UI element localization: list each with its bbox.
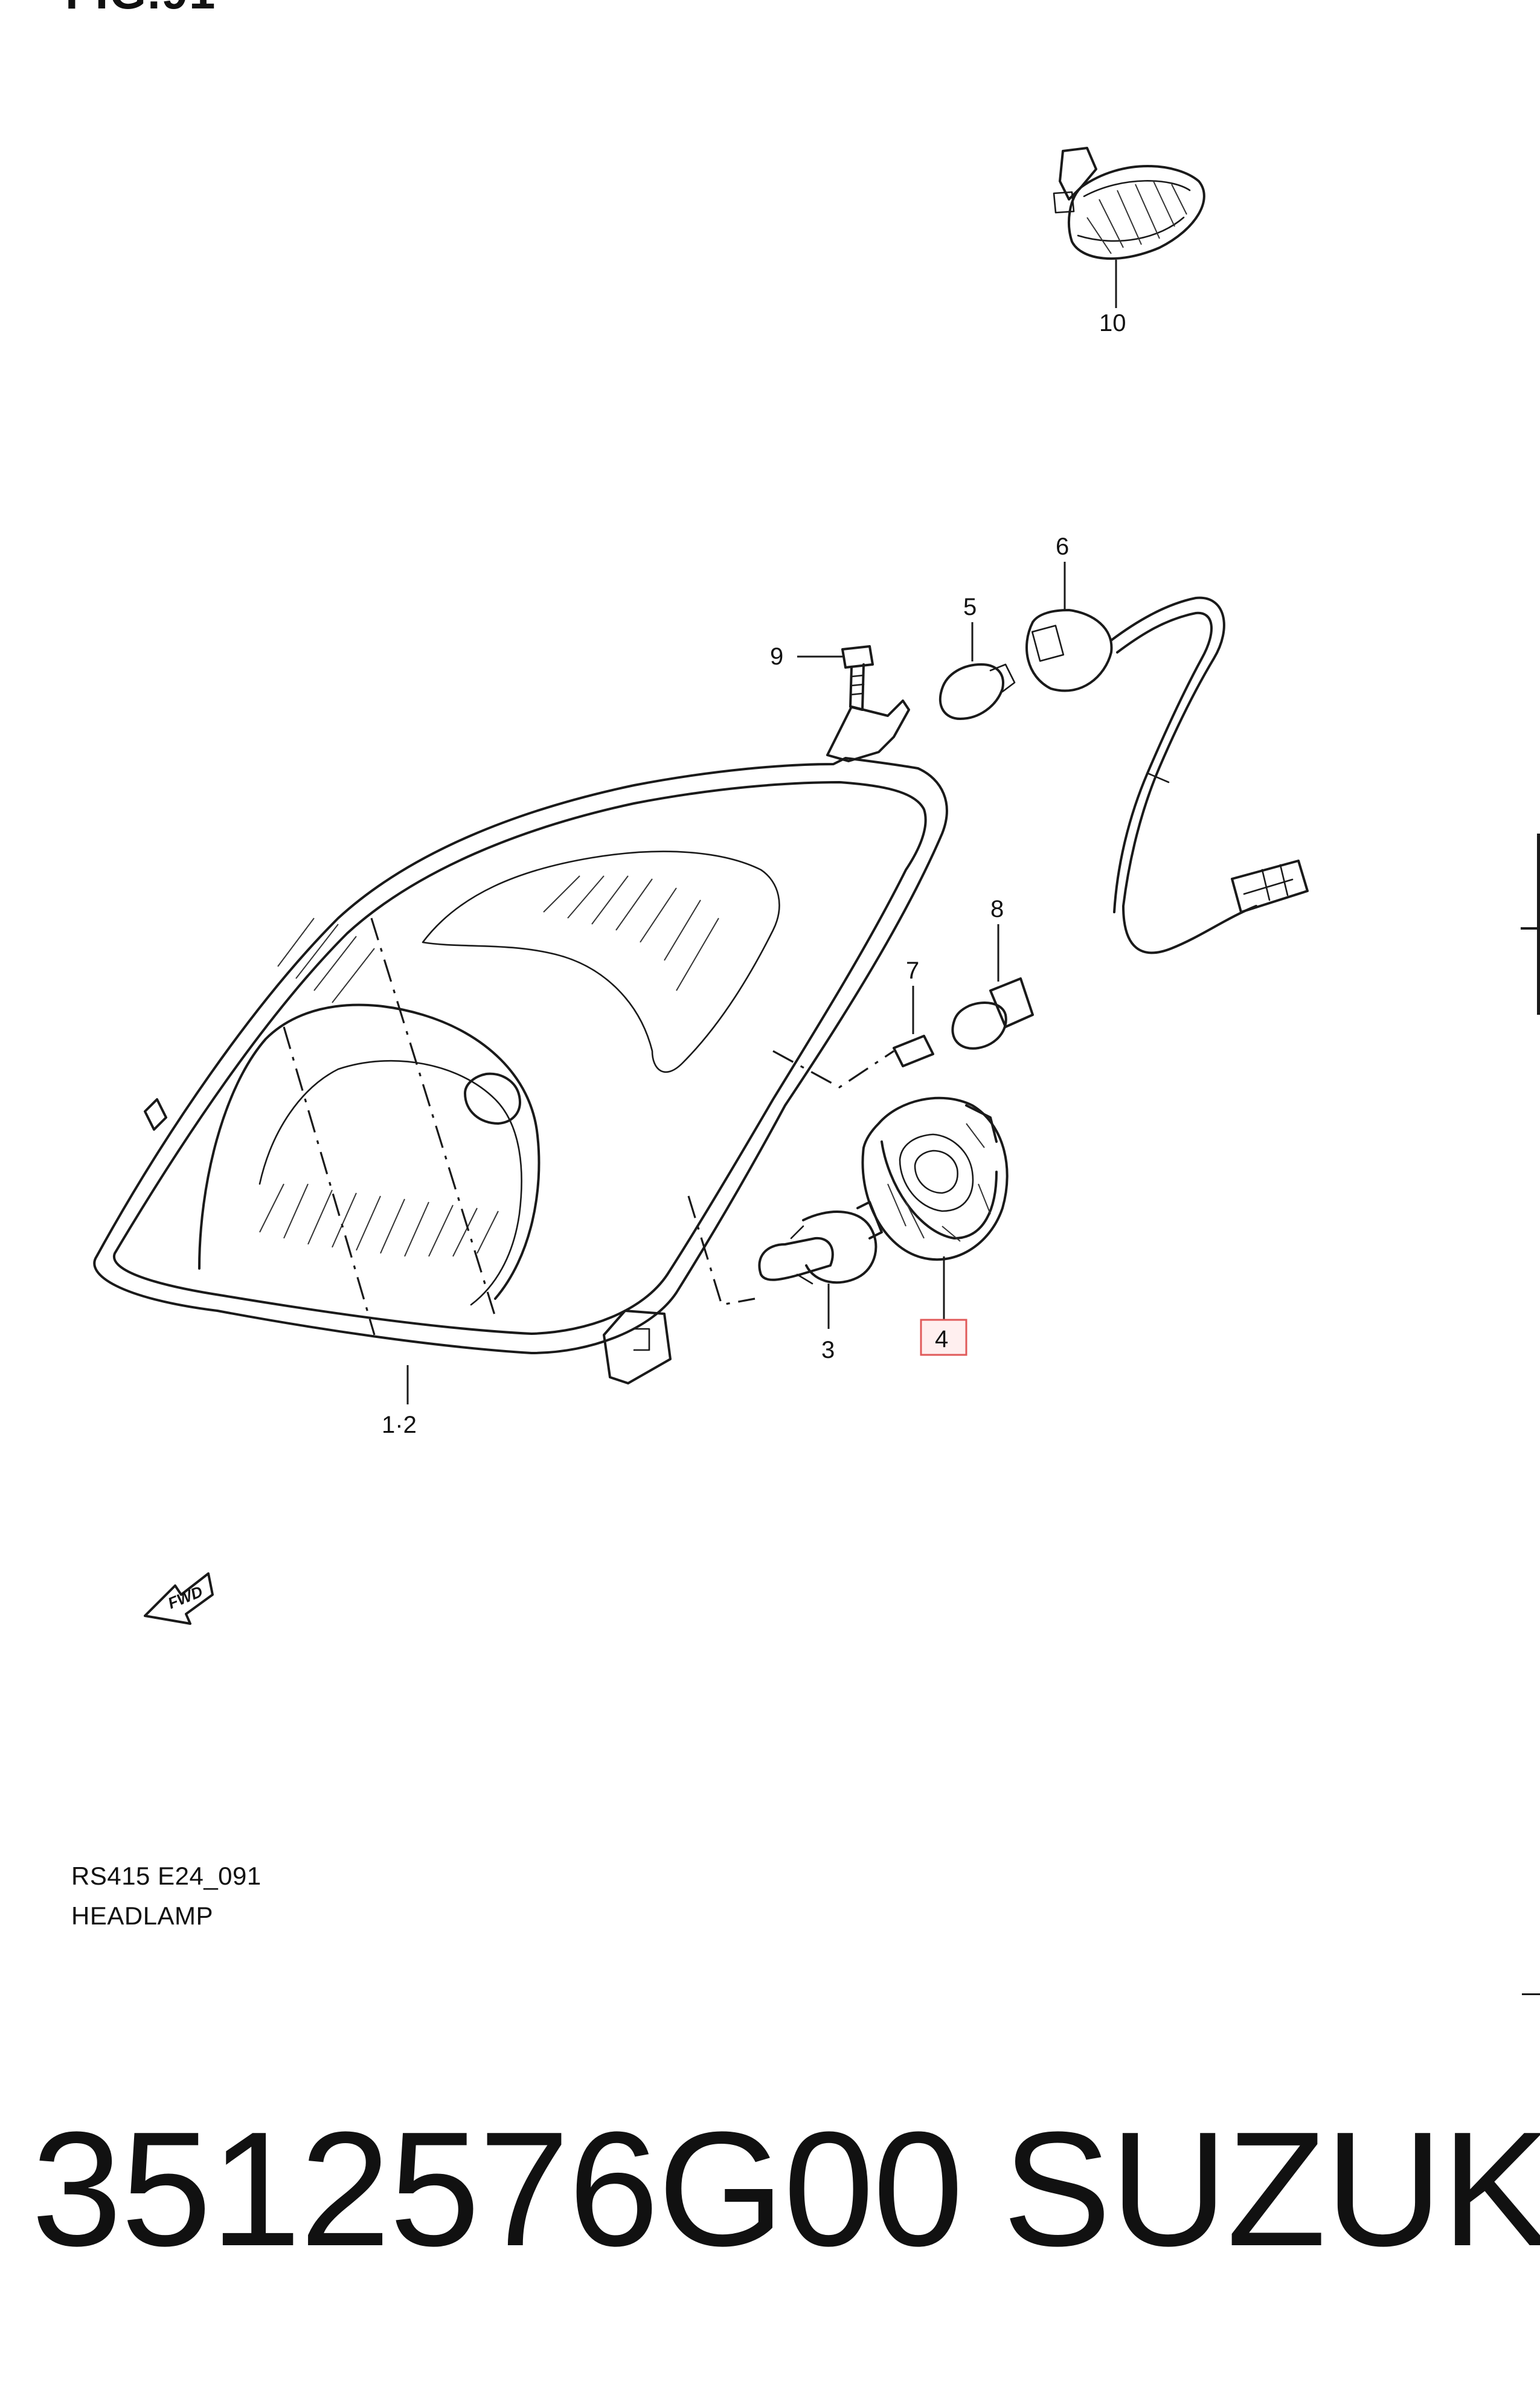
dust-cap[interactable] — [861, 1096, 1009, 1320]
part-number: 3512576G00 — [31, 2098, 963, 2280]
callout-6: 6 — [1056, 533, 1069, 560]
socket-harness[interactable] — [1025, 562, 1309, 954]
callout-10: 10 — [1099, 310, 1126, 336]
small-bulb[interactable] — [893, 986, 934, 1067]
callout-3: 3 — [821, 1337, 835, 1363]
guide-line-lower — [687, 1195, 756, 1306]
brand-name: SUZUKI — [1003, 2098, 1540, 2280]
diagram-code: RS415 E24_091 — [71, 1862, 261, 1890]
guide-line-upper — [772, 1050, 894, 1088]
side-marker-lamp[interactable] — [1053, 147, 1205, 308]
diagram-title: HEADLAMP — [71, 1902, 214, 1930]
mounting-screw[interactable] — [797, 645, 874, 711]
position-bulb[interactable] — [938, 622, 1016, 720]
headlamp-housing[interactable] — [93, 757, 948, 1404]
callout-5: 5 — [963, 594, 977, 620]
bulb-socket[interactable] — [951, 924, 1034, 1050]
callout-1-2: 1·2 — [382, 1412, 417, 1438]
lamp-bracket — [826, 699, 910, 762]
footer — [0, 1993, 1540, 2392]
callout-7: 7 — [906, 957, 919, 984]
footer-edge-mark — [1522, 1993, 1540, 1995]
callout-4: 4 — [935, 1326, 948, 1352]
callout-9: 9 — [770, 643, 783, 670]
fwd-label: FWD — [165, 1582, 205, 1612]
edge-mark-right-vertical — [1537, 834, 1540, 1015]
headlamp-drawing: 10 6 5 — [93, 147, 1309, 1625]
edge-mark-right — [1521, 927, 1539, 930]
headlight-bulb[interactable] — [758, 1201, 883, 1329]
callout-4-highlight[interactable] — [920, 1319, 967, 1356]
fwd-arrow-icon: FWD — [144, 1572, 214, 1625]
exploded-diagram: FIG.91 10 6 — [65, 0, 1540, 1930]
figure-label: FIG.91 — [65, 0, 216, 20]
callout-8: 8 — [990, 896, 1004, 922]
